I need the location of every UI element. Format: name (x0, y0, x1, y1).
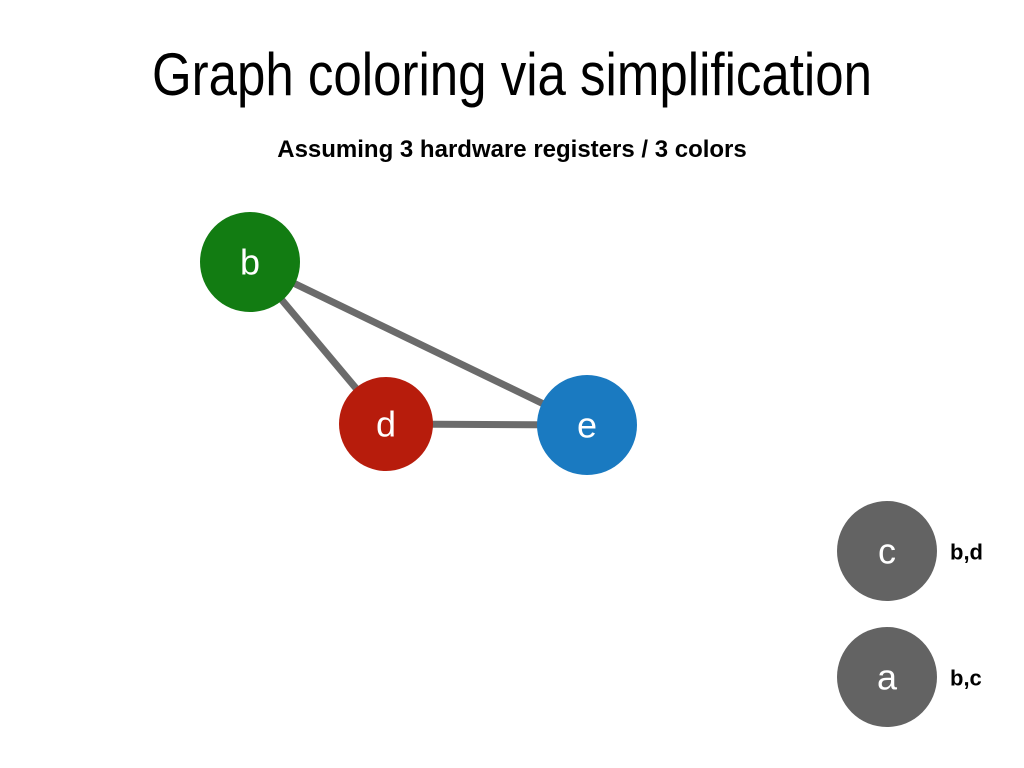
graph-node-b (200, 212, 300, 312)
graph-node-e (537, 375, 637, 475)
graph-node-label-d: d (376, 404, 396, 445)
stack-node-neighbors-c: b,d (950, 540, 983, 565)
graph-edge-b-e (248, 258, 589, 429)
graph-node-label-b: b (240, 242, 260, 283)
page-title: Graph coloring via simplification (152, 41, 872, 108)
stack-node-label-c: c (878, 531, 896, 572)
stack-node-a (837, 627, 937, 727)
graph-node-d (339, 377, 433, 471)
stack-node-label-a: a (877, 657, 898, 698)
graph-node-label-e: e (577, 405, 597, 446)
stack-node-neighbors-a: b,c (950, 666, 982, 691)
page-subtitle: Assuming 3 hardware registers / 3 colors (277, 136, 747, 163)
stack-node-c (837, 501, 937, 601)
